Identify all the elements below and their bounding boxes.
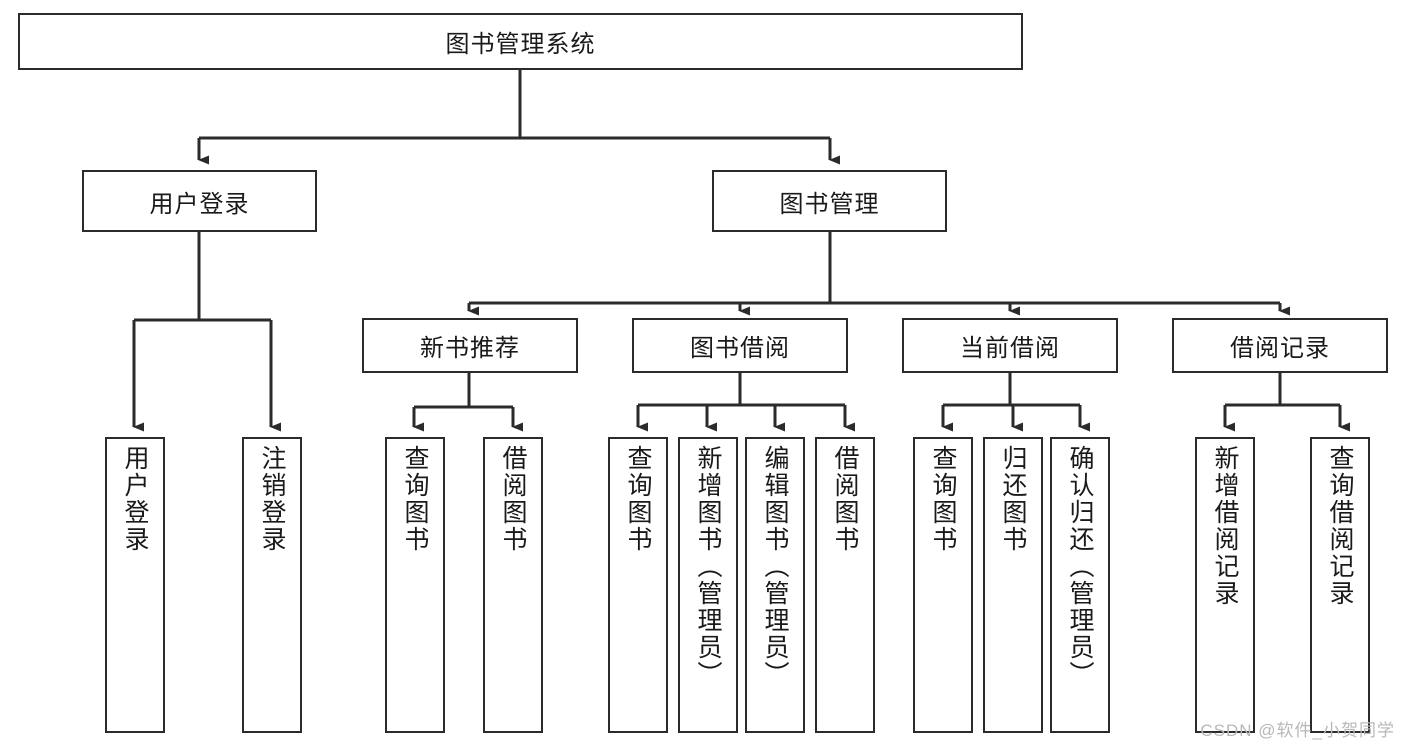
leaf-label: 查询借阅记录: [1326, 445, 1354, 607]
leaf-label: 注销登录: [258, 445, 286, 553]
node-user-login[interactable]: 用户登录: [82, 170, 317, 232]
node-label: 新书推荐: [420, 335, 520, 362]
leaf-label: 新增图书（管理员）: [694, 445, 722, 688]
leaf-recommend-borrow-book[interactable]: 借阅图书: [483, 437, 543, 733]
leaf-current-confirm-return-admin[interactable]: 确认归还（管理员）: [1050, 437, 1110, 733]
leaf-label: 新增借阅记录: [1211, 445, 1239, 607]
leaf-label: 确认归还（管理员）: [1066, 445, 1094, 688]
leaf-borrow-query-book[interactable]: 查询图书: [608, 437, 668, 733]
leaf-user-login-login[interactable]: 用户登录: [105, 437, 165, 733]
leaf-borrow-edit-book-admin[interactable]: 编辑图书（管理员）: [745, 437, 805, 733]
node-root-system[interactable]: 图书管理系统: [18, 13, 1023, 70]
leaf-label: 用户登录: [121, 445, 149, 553]
node-label: 当前借阅: [960, 335, 1060, 362]
leaf-label: 借阅图书: [499, 445, 527, 553]
node-borrow-record[interactable]: 借阅记录: [1172, 318, 1388, 373]
leaf-current-query-book[interactable]: 查询图书: [913, 437, 973, 733]
node-book-borrow[interactable]: 图书借阅: [632, 318, 848, 373]
node-current-borrow[interactable]: 当前借阅: [902, 318, 1118, 373]
leaf-label: 查询图书: [401, 445, 429, 553]
node-label: 图书管理系统: [445, 31, 596, 58]
node-label: 图书借阅: [690, 335, 790, 362]
leaf-record-add-record[interactable]: 新增借阅记录: [1195, 437, 1255, 733]
leaf-borrow-add-book-admin[interactable]: 新增图书（管理员）: [678, 437, 738, 733]
leaf-label: 借阅图书: [831, 445, 859, 553]
node-book-management[interactable]: 图书管理: [712, 170, 947, 232]
leaf-label: 查询图书: [929, 445, 957, 553]
leaf-label: 编辑图书（管理员）: [761, 445, 789, 688]
leaf-user-login-logout[interactable]: 注销登录: [242, 437, 302, 733]
leaf-label: 查询图书: [624, 445, 652, 553]
leaf-recommend-query-book[interactable]: 查询图书: [385, 437, 445, 733]
leaf-borrow-borrow-book[interactable]: 借阅图书: [815, 437, 875, 733]
node-label: 图书管理: [779, 190, 880, 218]
leaf-current-return-book[interactable]: 归还图书: [983, 437, 1043, 733]
watermark: CSDN @软件_小贺同学: [1200, 721, 1395, 740]
leaf-record-query-record[interactable]: 查询借阅记录: [1310, 437, 1370, 733]
node-label: 用户登录: [149, 190, 250, 218]
node-label: 借阅记录: [1230, 335, 1330, 362]
node-new-book-recommend[interactable]: 新书推荐: [362, 318, 578, 373]
leaf-label: 归还图书: [999, 445, 1027, 553]
